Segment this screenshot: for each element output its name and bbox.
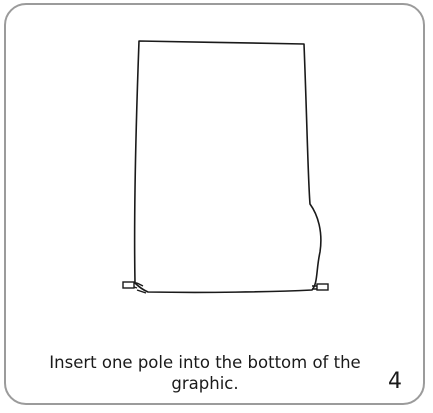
step-number: 4 [388, 370, 402, 394]
fabric-banner-icon [135, 41, 321, 292]
pole-end-cap-left-icon [123, 282, 137, 288]
pole-end-cap-right-icon [317, 284, 328, 290]
instruction-caption: Insert one pole into the bottom of the g… [40, 352, 370, 394]
